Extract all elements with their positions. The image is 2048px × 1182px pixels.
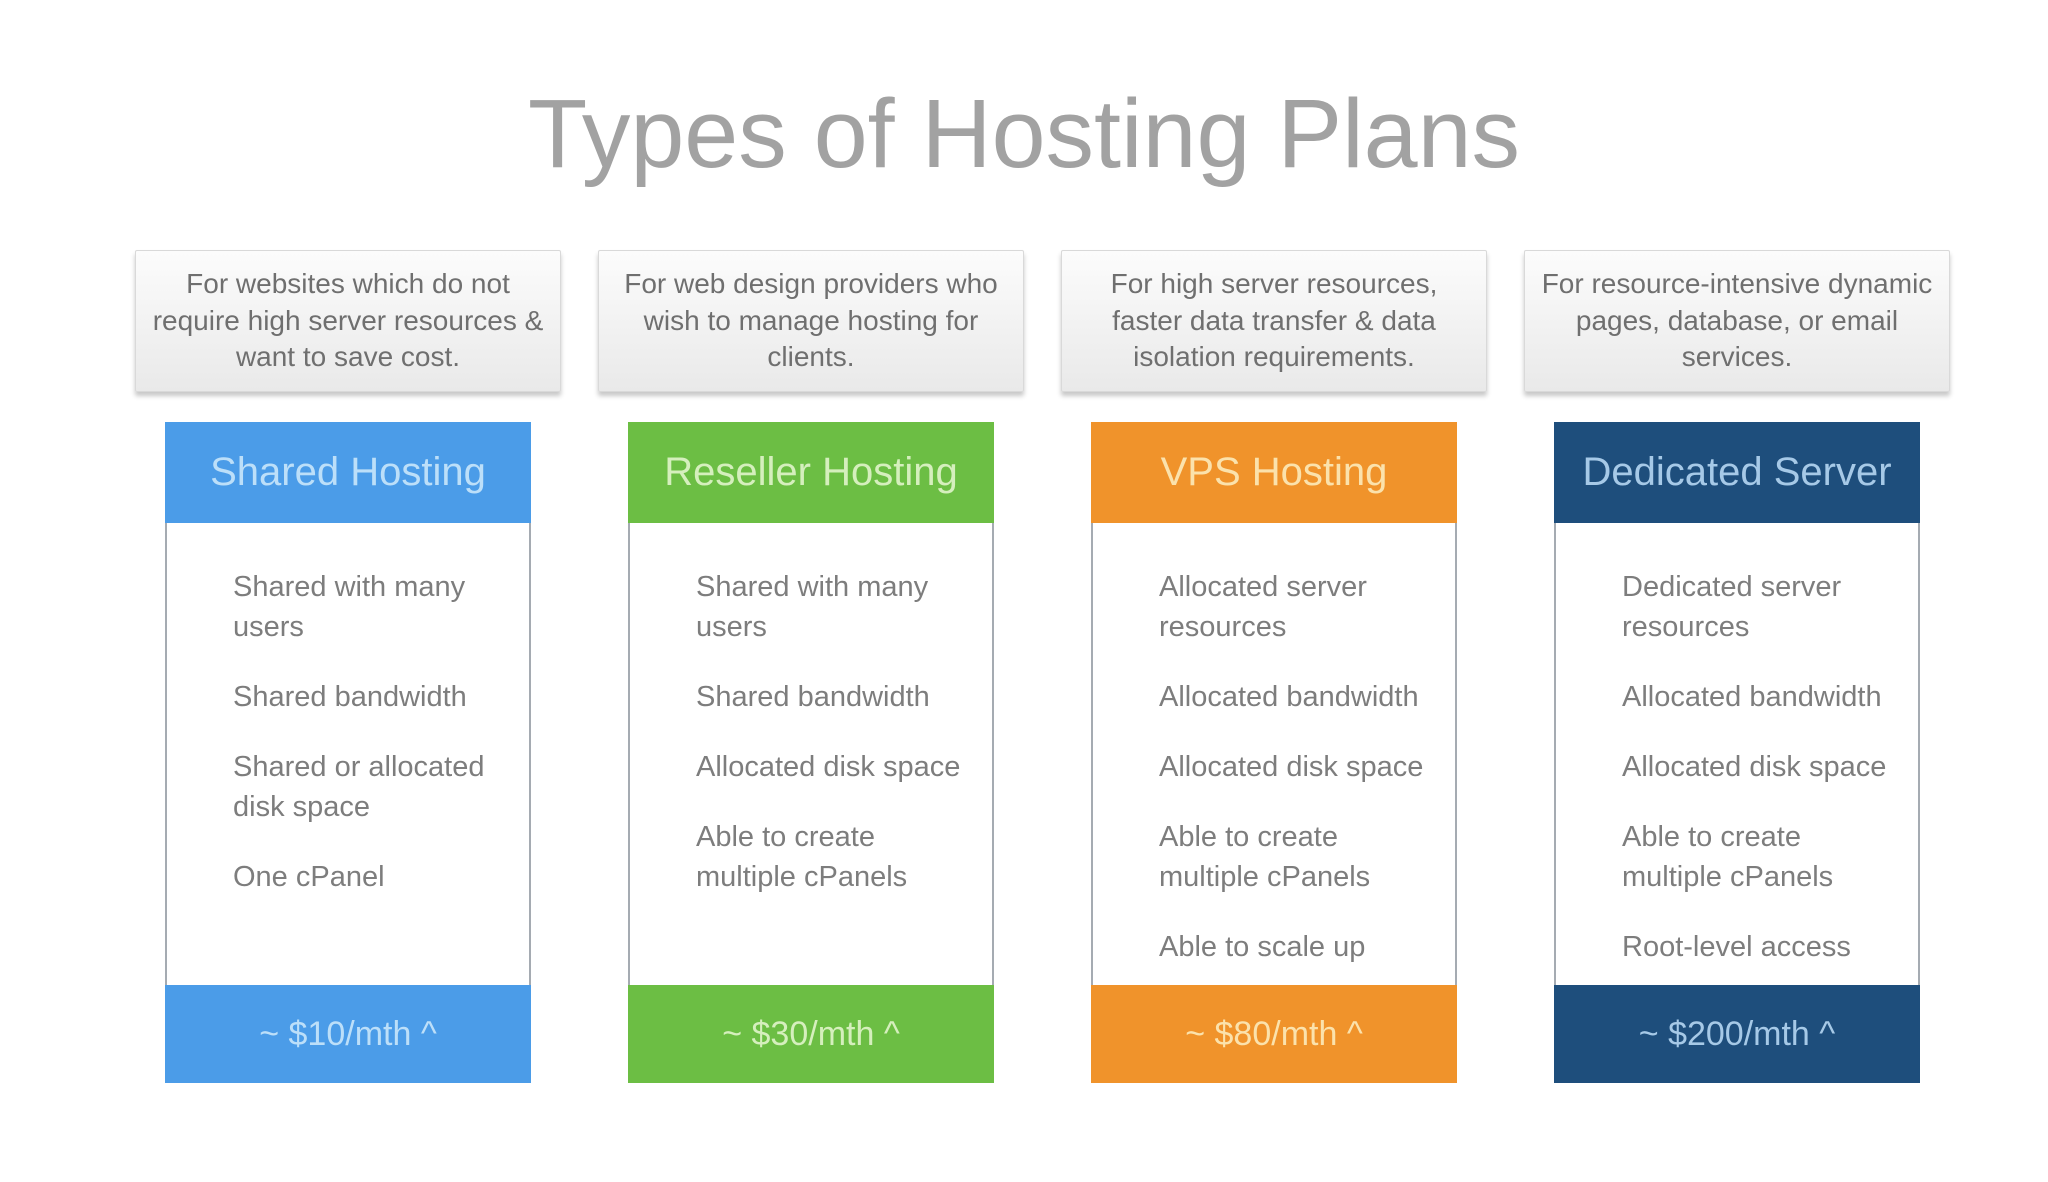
plan-price: ~ $10/mth ^ <box>165 985 531 1083</box>
plan-column-dedicated-server: For resource-intensive dynamic pages, da… <box>1524 250 1950 1083</box>
feature-item: Shared or allocated disk space <box>233 751 485 823</box>
feature-item: Able to create multiple cPanels <box>1622 821 1834 893</box>
plan-feature-list: Shared with many users Shared bandwidth … <box>233 567 511 897</box>
feature-item: Shared with many users <box>233 571 466 643</box>
feature-item: Shared bandwidth <box>233 681 467 713</box>
plan-description: For web design providers who wish to man… <box>598 250 1024 392</box>
feature-item: Shared bandwidth <box>696 681 930 713</box>
feature-item: Allocated disk space <box>696 751 961 783</box>
plan-price: ~ $200/mth ^ <box>1554 985 1920 1083</box>
feature-item: Able to scale up <box>1159 931 1366 963</box>
feature-item: Allocated bandwidth <box>1622 681 1882 713</box>
plan-feature-panel: Shared with many users Shared bandwidth … <box>628 523 994 985</box>
feature-item: Able to create multiple cPanels <box>1159 821 1371 893</box>
feature-item: Dedicated server resources <box>1622 571 1842 643</box>
feature-item: Root-level access <box>1622 931 1851 963</box>
plan-feature-list: Shared with many users Shared bandwidth … <box>696 567 974 897</box>
plan-title: VPS Hosting <box>1091 422 1457 523</box>
plan-price: ~ $80/mth ^ <box>1091 985 1457 1083</box>
feature-item: Allocated bandwidth <box>1159 681 1419 713</box>
plan-title: Dedicated Server <box>1554 422 1920 523</box>
plan-column-shared-hosting: For websites which do not require high s… <box>135 250 561 1083</box>
plan-price: ~ $30/mth ^ <box>628 985 994 1083</box>
feature-item: Able to create multiple cPanels <box>696 821 908 893</box>
feature-item: Allocated disk space <box>1622 751 1887 783</box>
plan-column-vps-hosting: For high server resources, faster data t… <box>1061 250 1487 1083</box>
plan-title: Shared Hosting <box>165 422 531 523</box>
page-title: Types of Hosting Plans <box>527 79 1521 188</box>
feature-item: One cPanel <box>233 861 385 893</box>
plan-columns: For websites which do not require high s… <box>135 250 1950 1083</box>
plan-feature-panel: Allocated server resources Allocated ban… <box>1091 523 1457 985</box>
feature-item: Allocated server resources <box>1159 571 1367 643</box>
plan-feature-panel: Shared with many users Shared bandwidth … <box>165 523 531 985</box>
feature-item: Allocated disk space <box>1159 751 1424 783</box>
plan-description: For resource-intensive dynamic pages, da… <box>1524 250 1950 392</box>
plan-feature-list: Allocated server resources Allocated ban… <box>1159 567 1437 967</box>
plan-description: For high server resources, faster data t… <box>1061 250 1487 392</box>
plan-feature-list: Dedicated server resources Allocated ban… <box>1622 567 1900 967</box>
plan-description: For websites which do not require high s… <box>135 250 561 392</box>
plan-column-reseller-hosting: For web design providers who wish to man… <box>598 250 1024 1083</box>
plan-feature-panel: Dedicated server resources Allocated ban… <box>1554 523 1920 985</box>
plan-title: Reseller Hosting <box>628 422 994 523</box>
feature-item: Shared with many users <box>696 571 929 643</box>
